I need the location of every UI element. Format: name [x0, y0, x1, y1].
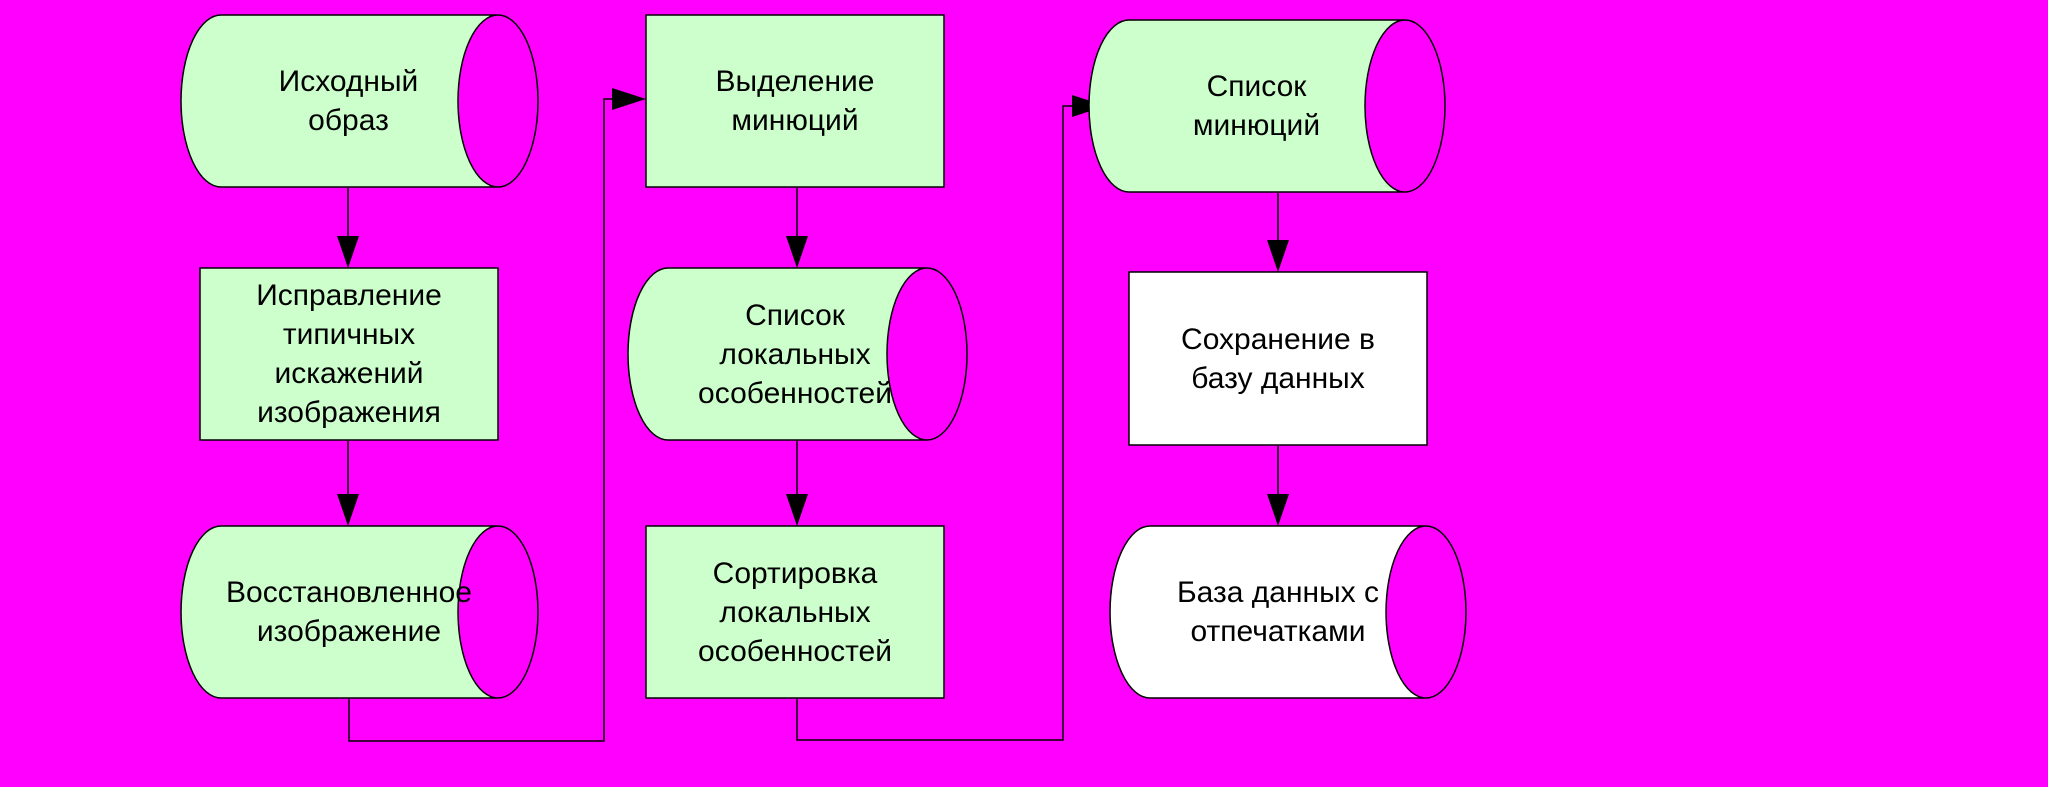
- arrowhead-n4: [612, 88, 646, 110]
- node-minutiae-list-label: Список минюций: [1192, 70, 1321, 142]
- node-local-features-list-label: Список локальных особенностей: [698, 298, 892, 410]
- arrowhead-n5: [786, 236, 808, 268]
- arrowhead-n8: [1267, 240, 1289, 272]
- arrowhead-n6: [786, 494, 808, 526]
- arrowhead-n2: [337, 236, 359, 268]
- node-local-features-sorting-shape: [645, 525, 945, 699]
- node-minutiae-list-arc: [1404, 19, 1446, 193]
- node-distortion-correction-label: Исправление типичных искажений изображен…: [256, 279, 442, 429]
- node-fingerprint-database-label: База данных с отпечатками: [1176, 576, 1380, 648]
- edge-n3-n4: [348, 98, 612, 742]
- node-fingerprint-database-arc: [1425, 525, 1467, 699]
- node-minutiae-extraction-label: Выделение минюций: [715, 65, 875, 137]
- node-save-to-database-shape: [1128, 271, 1428, 446]
- node-local-features-list-arc: [926, 267, 968, 441]
- arrowhead-n3: [337, 494, 359, 526]
- node-distortion-correction-shape: [199, 267, 499, 441]
- node-source-image-label: Исходный образ: [278, 65, 419, 137]
- edge-n6-n7: [796, 105, 1072, 741]
- node-minutiae-extraction-shape: [645, 14, 945, 188]
- node-restored-image-arc: [497, 525, 539, 699]
- node-restored-image-label: Восстановленное изображение: [226, 576, 472, 648]
- node-source-image-arc: [497, 14, 539, 188]
- arrowhead-n9: [1267, 494, 1289, 526]
- node-save-to-database-label: Сохранение в базу данных: [1181, 322, 1375, 395]
- node-local-features-sorting-label: Сортировка локальных особенностей: [698, 556, 892, 668]
